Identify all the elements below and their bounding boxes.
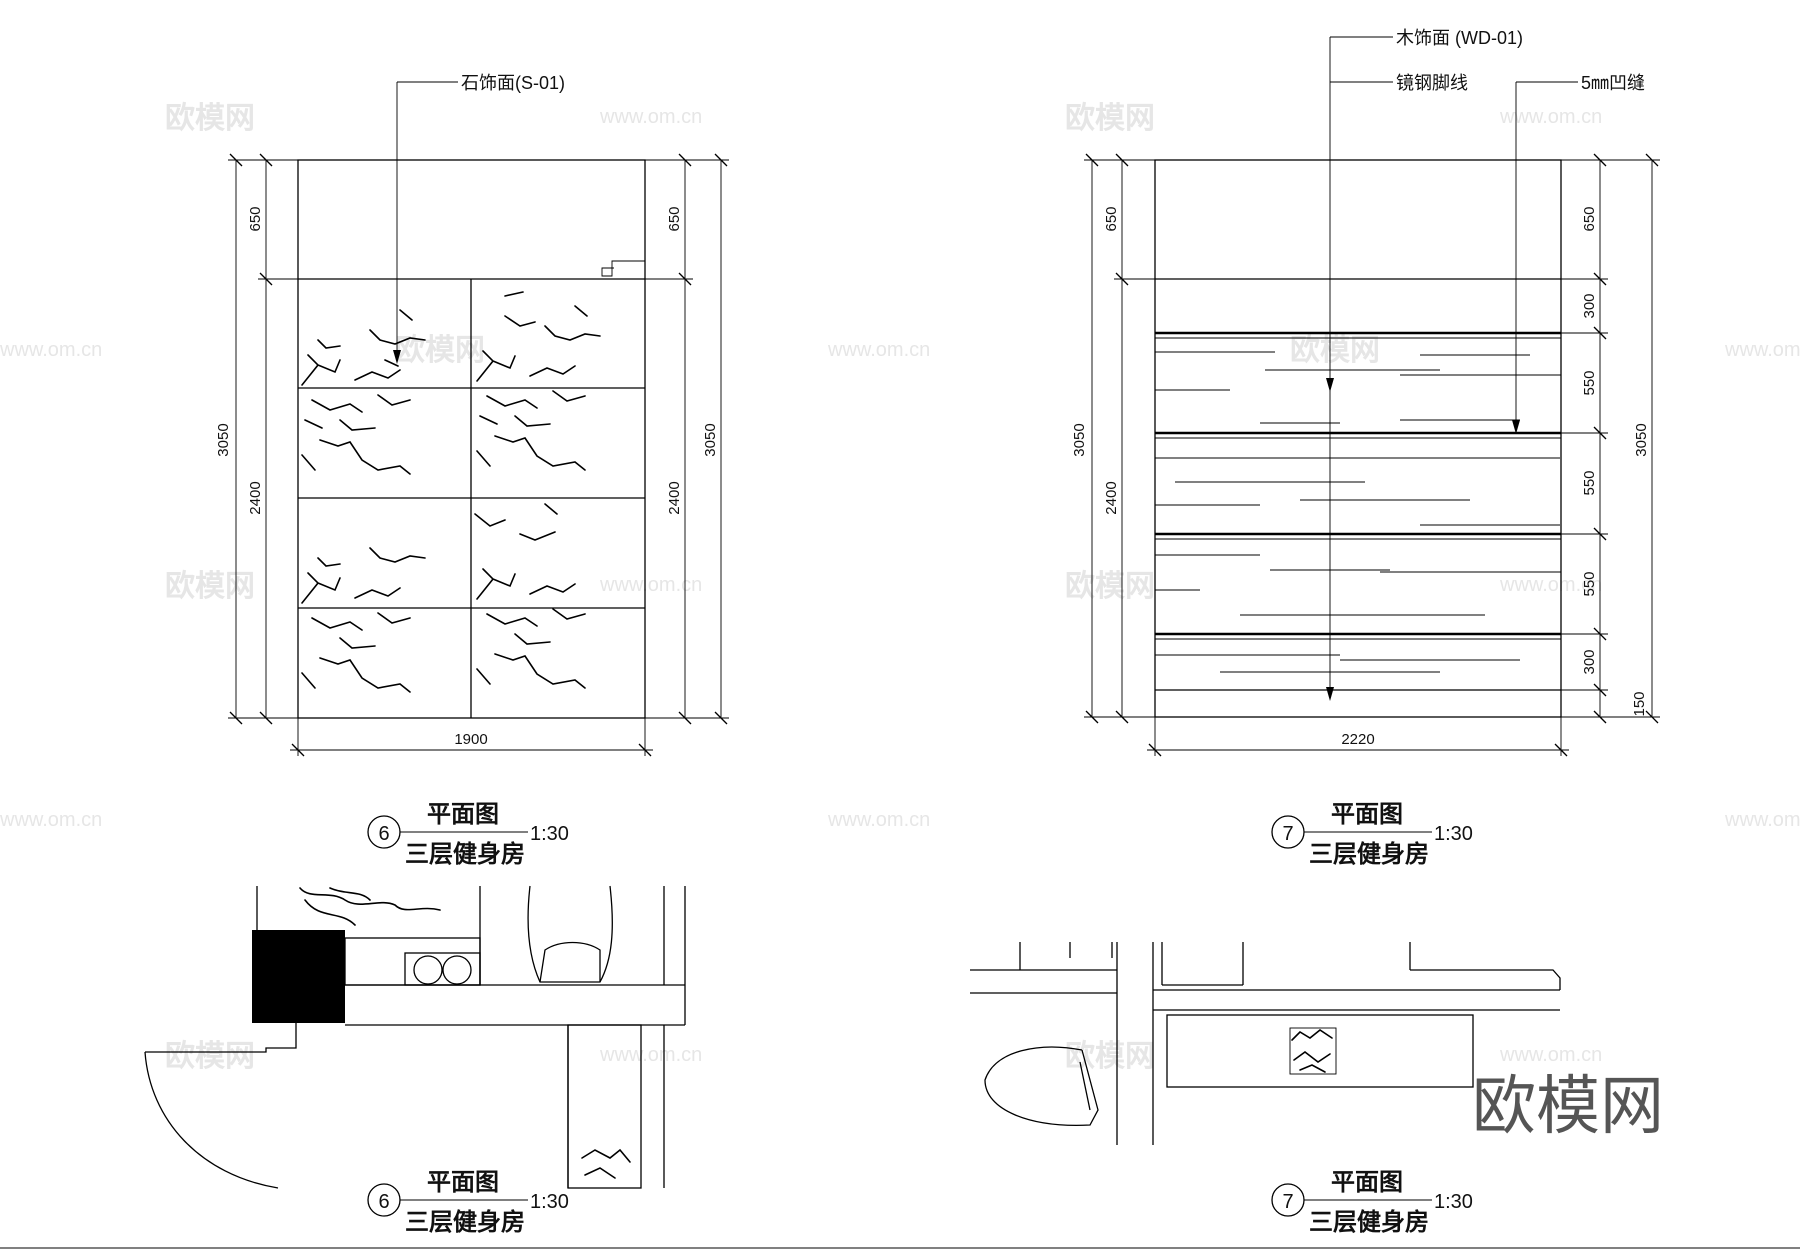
dimensions-6-right: 650 2400 3050 [645, 153, 729, 725]
drawing-number: 7 [1282, 823, 1293, 845]
watermark-logo: 欧模网 [165, 570, 255, 603]
watermark-layer: 欧模网 www.om.cn 欧模网 www.om.cn www.om.cn 欧模… [0, 102, 1800, 1073]
drawing-space: 三层健身房 [1309, 1208, 1429, 1236]
dim-right-2: 300 [1581, 293, 1598, 318]
dim-width: 2220 [1341, 731, 1374, 748]
dim-top: 650 [247, 206, 264, 231]
drawing-scale: 1:30 [530, 1191, 569, 1213]
dim-right-4: 550 [1581, 470, 1598, 495]
column-block [252, 930, 345, 1023]
dim-width: 1900 [454, 731, 487, 748]
watermark-url: www.om.cn [599, 574, 702, 596]
watermark-url: www.om.cn [599, 106, 702, 128]
watermark-url: www.om.cn [1499, 106, 1602, 128]
watermark-logo: 欧模网 [1290, 334, 1380, 367]
dim-total-height: 3050 [702, 423, 719, 456]
elevation-7: 木饰面 (WD-01) 镜钢脚线 5㎜凹缝 3050 650 2400 [1071, 28, 1660, 868]
dimensions-6-left: 3050 650 2400 [215, 153, 298, 725]
watermark-url: www.om.cn [827, 339, 930, 361]
dim-right-5: 550 [1581, 571, 1598, 596]
watermark-logo: 欧模网 [165, 102, 255, 135]
callout-wood-label: 木饰面 (WD-01) [1396, 28, 1523, 48]
dim-lower: 2400 [1103, 481, 1120, 514]
plant-symbol [1289, 1027, 1337, 1075]
watermark-logo: 欧模网 [1065, 570, 1155, 603]
dim-lower: 2400 [666, 481, 683, 514]
dimensions-7-bottom: 2220 [1147, 717, 1569, 757]
watermark-logo: 欧模网 [1065, 1040, 1155, 1073]
plan-6-title: 6 平面图 三层健身房 1:30 [367, 1169, 569, 1236]
watermark-url: www.om.cn [827, 809, 930, 831]
drawing-name: 平面图 [1331, 1169, 1403, 1196]
drawing-space: 三层健身房 [405, 1208, 525, 1236]
callout-skirting-label: 镜钢脚线 [1396, 73, 1468, 93]
drawing-name: 平面图 [427, 1169, 499, 1196]
brand-logo: 欧模网 [1472, 1070, 1664, 1142]
dim-total-height: 3050 [1071, 423, 1088, 456]
drawing-number: 6 [378, 823, 389, 845]
elevation-7-title: 7 平面图 三层健身房 1:30 [1271, 801, 1473, 868]
dim-top: 650 [1103, 206, 1120, 231]
callout-groove-label: 5㎜凹缝 [1581, 73, 1645, 93]
elevation-6: 石饰面(S-01) 3050 650 2400 [215, 73, 729, 868]
watermark-url: www.om.cn [599, 1044, 702, 1066]
watermark-url: www.om.cn [0, 809, 102, 831]
elevation-7-outline [1154, 159, 1562, 718]
drawing-number: 6 [378, 1191, 389, 1213]
dim-right-7: 150 [1631, 691, 1648, 716]
plan-7: 7 平面图 三层健身房 1:30 [970, 942, 1561, 1236]
watermark-url: www.om.cn [1499, 574, 1602, 596]
dim-right-6: 300 [1581, 649, 1598, 674]
dimensions-7-right: 650 300 550 550 550 300 150 3050 [1561, 153, 1660, 724]
drawing-scale: 1:30 [530, 823, 569, 845]
dimensions-7-left: 3050 650 2400 [1071, 153, 1155, 724]
drawing-scale: 1:30 [1434, 1191, 1473, 1213]
drawing-name: 平面图 [1331, 801, 1403, 828]
drawing-name: 平面图 [427, 801, 499, 828]
watermark-url: www.om.cn [1724, 339, 1800, 361]
callout-stone-label: 石饰面(S-01) [461, 73, 565, 93]
drawing-space: 三层健身房 [1309, 840, 1429, 868]
dim-right-3: 550 [1581, 370, 1598, 395]
dim-right-1: 650 [1581, 206, 1598, 231]
plant-symbol [299, 887, 441, 926]
material-callouts-7: 木饰面 (WD-01) 镜钢脚线 5㎜凹缝 [1326, 28, 1645, 701]
material-callout-stone: 石饰面(S-01) [393, 73, 565, 364]
elevation-6-title: 6 平面图 三层健身房 1:30 [367, 801, 569, 868]
dim-lower: 2400 [247, 481, 264, 514]
watermark-url: www.om.cn [0, 339, 102, 361]
dim-total-height: 3050 [215, 423, 232, 456]
watermark-url: www.om.cn [1724, 809, 1800, 831]
drawing-number: 7 [1282, 1191, 1293, 1213]
watermark-logo: 欧模网 [165, 1040, 255, 1073]
dim-total-height: 3050 [1633, 423, 1650, 456]
dimensions-6-bottom: 1900 [290, 718, 653, 757]
watermark-logo: 欧模网 [1065, 102, 1155, 135]
plan-6: 6 平面图 三层健身房 1:30 [144, 885, 686, 1236]
wood-grain [1155, 351, 1561, 673]
watermark-logo: 欧模网 [395, 334, 485, 367]
drawing-scale: 1:30 [1434, 823, 1473, 845]
drawing-space: 三层健身房 [405, 840, 525, 868]
stone-texture [301, 291, 601, 693]
watermark-url: www.om.cn [1499, 1044, 1602, 1066]
switch-symbol [601, 260, 645, 277]
plan-7-title: 7 平面图 三层健身房 1:30 [1271, 1169, 1473, 1236]
dim-top: 650 [666, 206, 683, 231]
